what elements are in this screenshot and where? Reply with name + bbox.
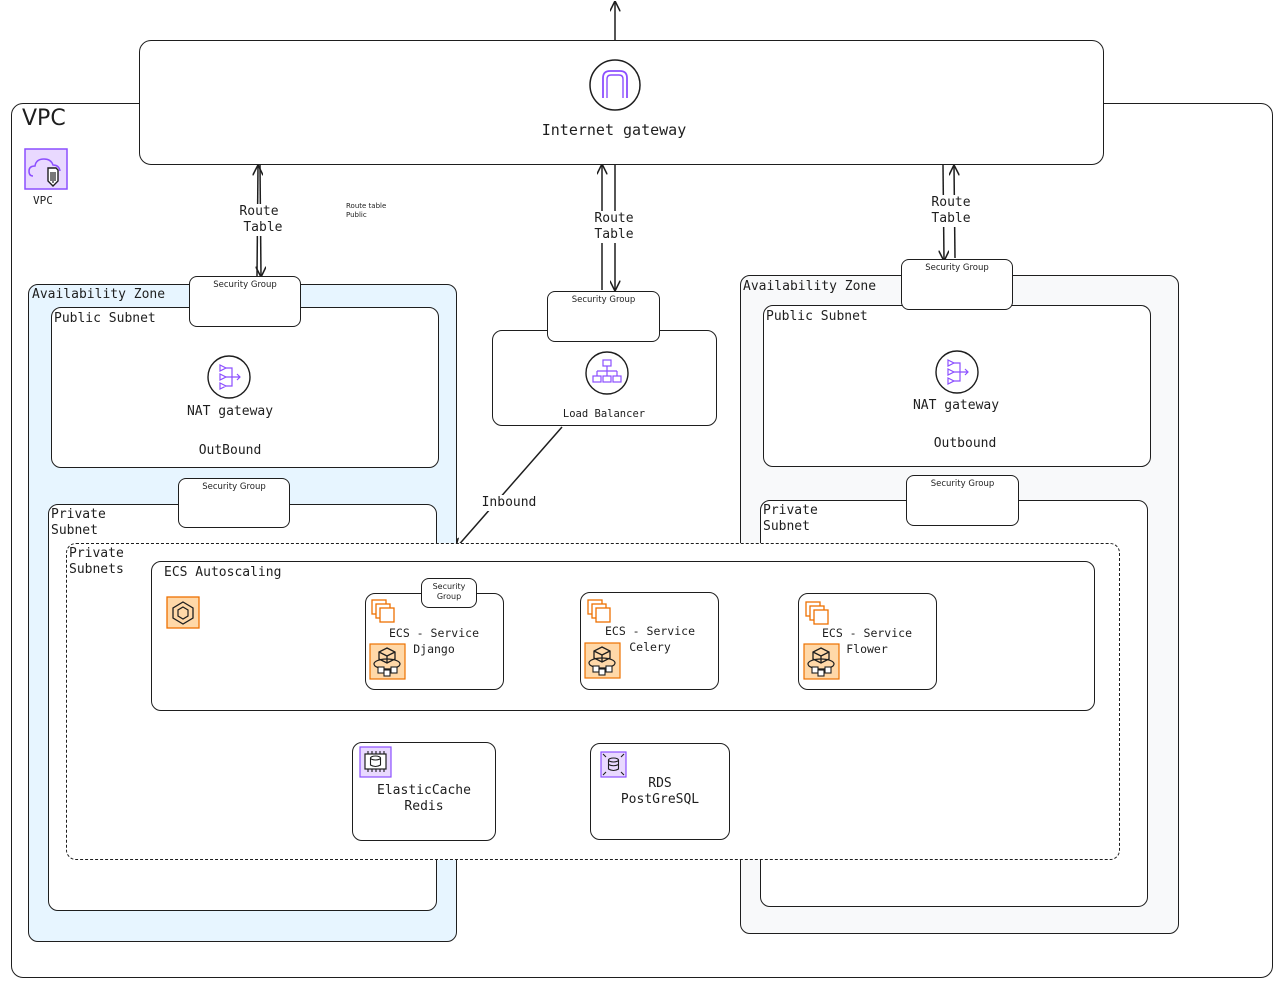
route-table-right-label: Route Table: [916, 195, 986, 227]
security-group-django: Security Group: [421, 578, 477, 608]
outbound-right-label: Outbound: [920, 436, 1010, 452]
az-right-title: Availability Zone: [743, 279, 877, 294]
ecs-autoscaling-icon: [166, 596, 200, 633]
public-subnet-left-title: Public Subnet: [54, 311, 156, 326]
security-group-right-public: Security Group: [901, 259, 1013, 310]
rds-icon: [600, 751, 627, 782]
ecs-flower-line2: Flower: [846, 642, 888, 656]
load-balancer-icon: [585, 351, 629, 399]
ecs-flower-stack-icon: [805, 601, 829, 629]
nat-gateway-left-label: NAT gateway: [186, 404, 274, 419]
ecs-django-task-icon: [369, 643, 406, 684]
public-subnet-right-title: Public Subnet: [766, 309, 868, 324]
az-left-title: Availability Zone: [32, 287, 166, 302]
vpc-title: VPC: [22, 106, 66, 131]
ecs-celery-line2: Celery: [629, 640, 671, 654]
outbound-left-label: OutBound: [185, 443, 275, 459]
ecs-celery-task-icon: [584, 642, 621, 683]
nat-gateway-right-icon: [935, 350, 979, 398]
private-subnets-title: Private Subnets: [69, 546, 124, 577]
vpc-icon-label: VPC: [33, 194, 53, 207]
ecs-django-line1: ECS - Service: [388, 626, 479, 640]
ecs-flower-line1: ECS - Service: [821, 626, 912, 640]
security-group-left-public: Security Group: [189, 276, 301, 327]
load-balancer-label: Load Balancer: [562, 408, 646, 420]
ecs-celery-stack-icon: [587, 599, 611, 627]
nat-gateway-right-label: NAT gateway: [912, 398, 1000, 413]
nat-gateway-left-icon: [207, 355, 251, 403]
ecs-django-stack-icon: [371, 599, 395, 627]
internet-gateway-label: Internet gateway: [541, 121, 687, 139]
elasticache-icon: [359, 746, 392, 782]
route-table-middle-label: Route Table: [579, 211, 649, 243]
security-group-left-private: Security Group: [178, 478, 290, 528]
vpc-cloud-icon: [24, 148, 68, 194]
rds-label: RDS PostGreSQL: [620, 776, 700, 807]
private-subnet-left-title: Private Subnet: [51, 507, 106, 538]
route-table-left-label: Route Table: [224, 204, 294, 236]
security-group-right-private: Security Group: [906, 475, 1019, 526]
ecs-flower-task-icon: [803, 643, 840, 684]
internet-gateway-icon: [588, 58, 642, 116]
ecs-celery-line1: ECS - Service: [604, 624, 695, 638]
ecs-autoscaling-title: ECS Autoscaling: [164, 565, 282, 580]
inbound-arrow: [456, 426, 563, 548]
route-table-note: Route table Public: [346, 202, 387, 219]
ecs-django-line2: Django: [413, 642, 455, 656]
security-group-load-balancer: Security Group: [547, 291, 660, 342]
elasticache-label: ElasticCache Redis: [377, 783, 471, 814]
inbound-label: Inbound: [478, 495, 540, 511]
private-subnet-right-title: Private Subnet: [763, 503, 818, 534]
